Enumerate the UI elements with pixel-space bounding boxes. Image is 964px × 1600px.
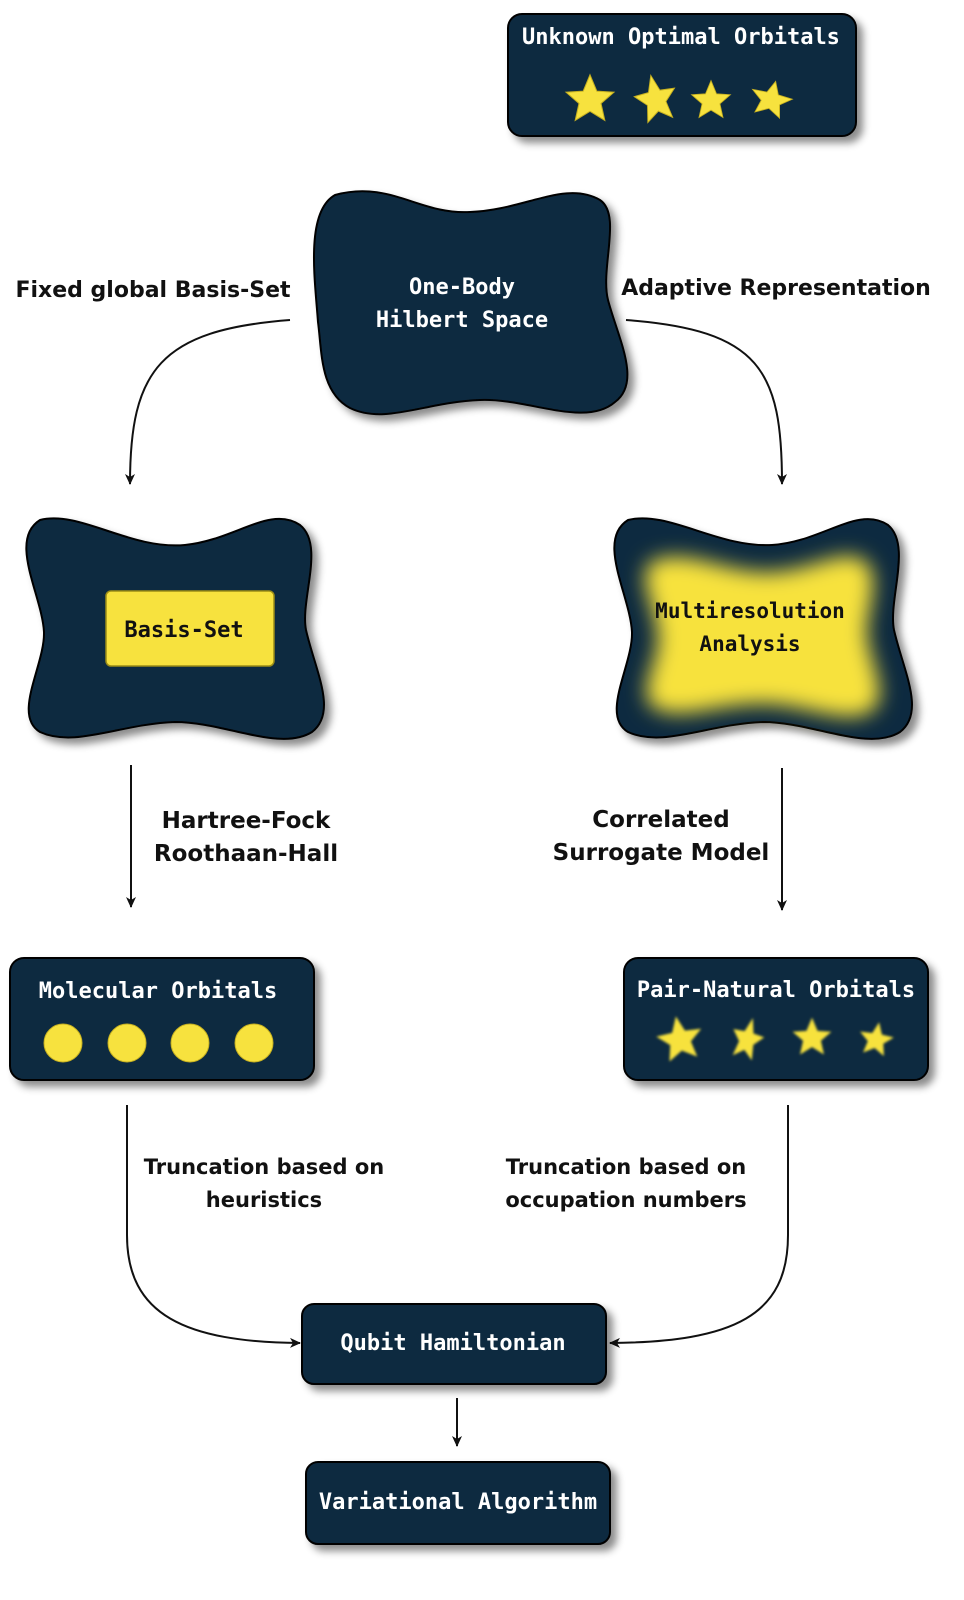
label-correlated-line1: Correlated	[592, 807, 729, 833]
circle-icon	[170, 1023, 210, 1063]
pair-natural-orbitals-title: Pair-Natural Orbitals	[637, 978, 915, 1003]
qubit-hamiltonian-node: Qubit Hamiltonian	[301, 1303, 607, 1385]
multiresolution-line1: Multiresolution	[655, 599, 845, 623]
variational-algorithm-label: Variational Algorithm	[319, 1490, 597, 1515]
unknown-orbitals-title: Unknown Optimal Orbitals	[522, 25, 840, 50]
basis-set-label: Basis-Set	[124, 618, 243, 643]
variational-algorithm-node: Variational Algorithm	[305, 1461, 611, 1545]
label-hartree-fock-line2: Roothaan-Hall	[154, 841, 338, 867]
connectors	[125, 319, 789, 1447]
edge-labels: Fixed global Basis-Set Adaptive Represen…	[15, 276, 930, 1212]
circle-icon	[43, 1023, 83, 1063]
basis-set-node: Basis-Set	[25, 517, 325, 740]
multiresolution-line2: Analysis	[699, 632, 800, 656]
label-trunc-occupation-line2: occupation numbers	[505, 1188, 746, 1212]
label-adaptive: Adaptive Representation	[621, 276, 931, 301]
label-correlated-line2: Surrogate Model	[553, 840, 770, 866]
label-hartree-fock-line1: Hartree-Fock	[162, 808, 331, 834]
arrow-pno-to-qubit	[609, 1105, 789, 1348]
arrow-hilbert-to-mra	[625, 319, 787, 485]
arrow-hilbert-to-basis	[125, 319, 291, 485]
pair-natural-orbitals-node: Pair-Natural Orbitals	[623, 957, 929, 1081]
unknown-orbitals-node: Unknown Optimal Orbitals	[507, 13, 857, 137]
multiresolution-node: Multiresolution Analysis	[613, 517, 913, 740]
label-trunc-occupation-line1: Truncation based on	[506, 1155, 747, 1179]
hilbert-space-node: One-Body Hilbert Space	[312, 190, 629, 416]
hilbert-space-line1: One-Body	[409, 275, 515, 300]
molecular-orbitals-node: Molecular Orbitals	[9, 957, 315, 1081]
hilbert-space-line2: Hilbert Space	[376, 308, 548, 333]
molecular-orbitals-title: Molecular Orbitals	[39, 979, 277, 1004]
label-trunc-heuristics-line2: heuristics	[206, 1188, 322, 1212]
arrow-mo-to-qubit	[126, 1105, 301, 1348]
basis-set-box	[105, 590, 275, 667]
circle-icon	[234, 1023, 274, 1063]
qubit-hamiltonian-label: Qubit Hamiltonian	[340, 1331, 565, 1356]
label-fixed-basis: Fixed global Basis-Set	[15, 278, 291, 303]
multiresolution-glow	[645, 556, 880, 717]
circle-icon	[107, 1023, 147, 1063]
label-trunc-heuristics-line1: Truncation based on	[144, 1155, 385, 1179]
